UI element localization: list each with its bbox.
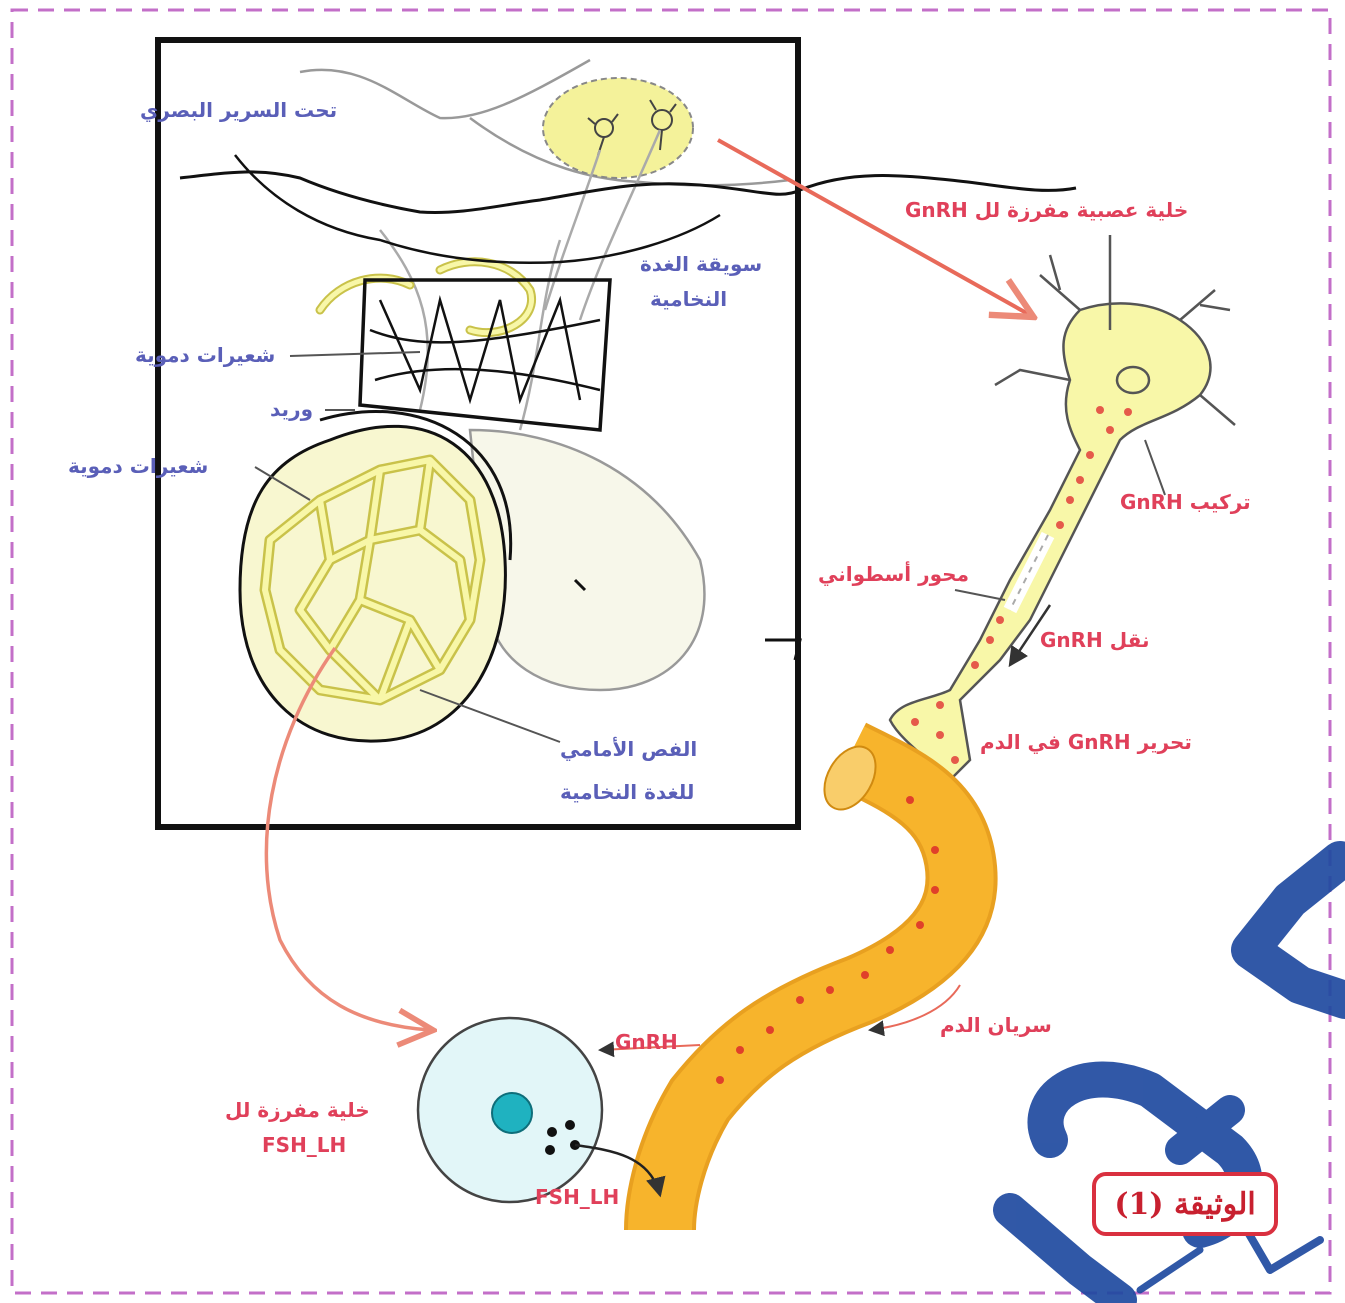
label-fsh-lh: FSH_LH [535,1185,619,1209]
label-gnrh-synthesis: تركيب GnRH [1120,490,1251,514]
scribble-hatching [370,300,600,400]
capillary-network [240,411,511,741]
arrow-to-neuron [718,140,1030,315]
label-capillaries-top: شعيرات دموية [135,343,275,367]
document-number-badge: الوثيقة (1) [1092,1172,1278,1236]
neuron-nucleus-area [543,78,693,178]
label-axon: محور أسطواني [818,562,969,586]
label-anterior-lobe-1: الفص الأمامي [560,737,697,761]
artery-vessel [660,738,962,1230]
label-secretory-cell-2: FSH_LH [262,1133,346,1157]
label-gnrh-transport: نقل GnRH [1040,628,1150,652]
label-gnrh-release: تحرير GnRH في الدم [980,730,1192,754]
label-blood-flow: سريان الدم [940,1013,1052,1037]
label-anterior-lobe-2: للغدة النخامية [560,780,694,804]
label-capillaries-bottom: شعيرات دموية [68,454,208,478]
label-pituitary-stalk-2: النخامية [650,287,727,311]
label-pituitary-stalk-1: سويقة الغدة [640,252,762,276]
label-secretory-cell-1: خلية مفرزة لل [225,1098,370,1122]
label-secretory-neuron: خلية عصبية مفرزة لل GnRH [905,198,1188,222]
label-vein: وريد [270,397,313,421]
label-hypothalamus: تحت السرير البصري [140,98,337,122]
label-gnrh: GnRH [615,1030,678,1054]
scribble-rectangle [360,280,610,430]
